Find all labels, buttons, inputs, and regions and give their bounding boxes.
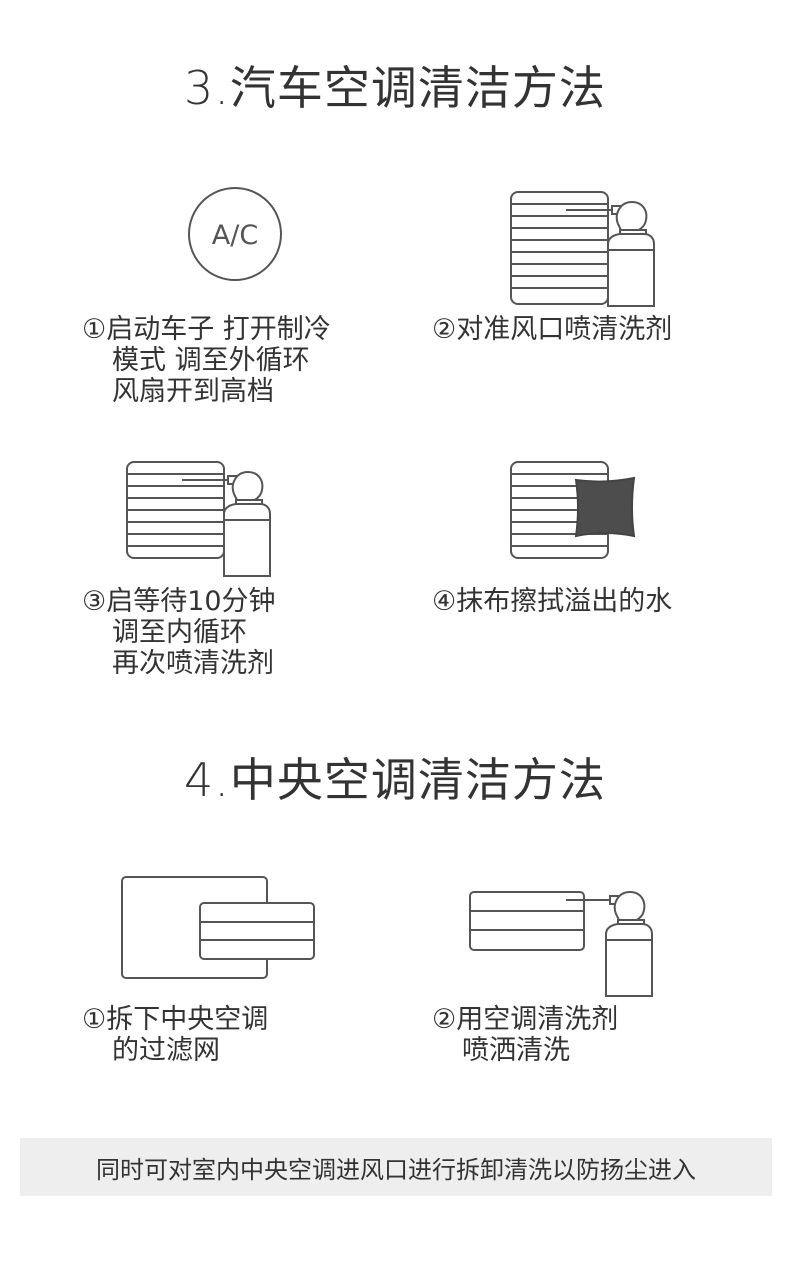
footer-note-text: 同时可对室内中央空调进风口进行拆卸清洗以防扬尘进入: [96, 1155, 696, 1184]
remove-panel-icon: [121, 876, 315, 979]
car-step-3-line-2: 调至内循环: [112, 617, 247, 648]
footer-note-bar: 同时可对室内中央空调进风口进行拆卸清洗以防扬尘进入: [20, 1138, 772, 1196]
central-step-2-line-2: 喷洒清洗: [462, 1035, 570, 1066]
car-step-1-line-2: 模式 调至外循环: [112, 345, 310, 376]
central-step-1-line-1: ①拆下中央空调: [82, 1004, 269, 1035]
car-step-4-text: ④抹布擦拭溢出的水: [432, 586, 672, 617]
car-step-1-text: ①启动车子 打开制冷 模式 调至外循环 风扇开到高档: [82, 314, 331, 407]
vent-spray-icon: [126, 461, 271, 577]
car-step-4-line-1: ④抹布擦拭溢出的水: [432, 586, 673, 617]
vent-spray-icon: [510, 191, 655, 307]
central-step-1-line-2: 的过滤网: [112, 1035, 220, 1066]
ac-icon-label: A/C: [212, 220, 258, 251]
car-step-3-text: ③启等待10分钟 调至内循环 再次喷清洗剂: [82, 586, 276, 679]
vent-cloth-icon: [510, 461, 636, 559]
filter-spray-icon: [469, 890, 653, 997]
central-section-title: 4.中央空调清洁方法: [184, 753, 606, 807]
car-section-title: 3.汽车空调清洁方法: [184, 61, 606, 115]
car-step-2-text: ②对准风口喷清洗剂: [432, 314, 672, 345]
central-step-1-text: ①拆下中央空调 的过滤网: [82, 1004, 268, 1066]
car-step-3-line-1: ③启等待10分钟: [82, 586, 276, 617]
central-step-2-line-1: ②用空调清洗剂: [432, 1004, 619, 1035]
car-step-1-line-1: ①启动车子 打开制冷: [82, 314, 331, 345]
car-step-2-line-1: ②对准风口喷清洗剂: [432, 314, 673, 345]
car-step-1-line-3: 风扇开到高档: [112, 376, 274, 407]
car-step-3-line-3: 再次喷清洗剂: [112, 648, 274, 679]
ac-button-icon: A/C: [188, 187, 282, 281]
central-step-2-text: ②用空调清洗剂 喷洒清洗: [432, 1004, 618, 1066]
